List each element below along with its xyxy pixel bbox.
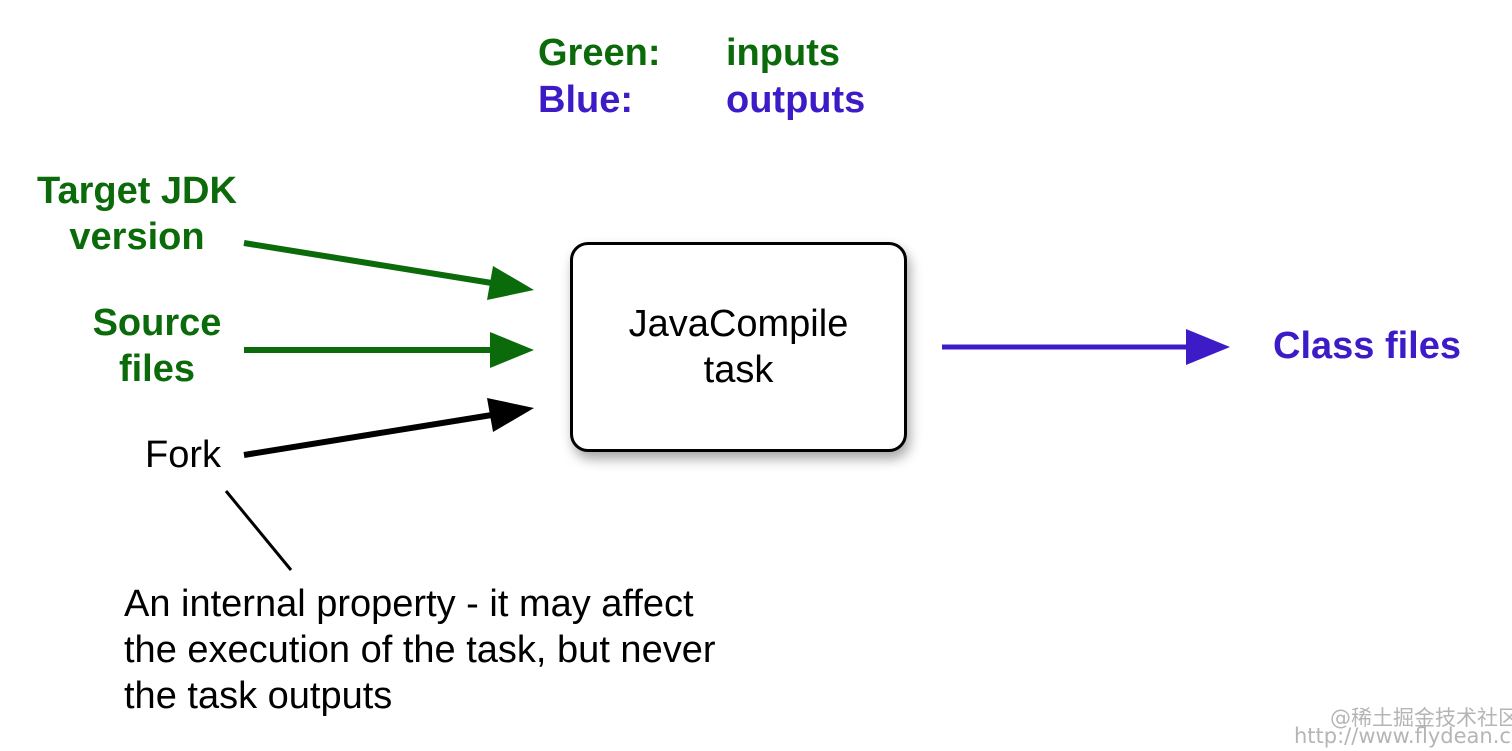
legend-green-key: Green: (538, 32, 661, 74)
internal-property-note: An internal property - it may affect the… (124, 581, 716, 719)
legend-blue-value: outputs (726, 79, 866, 121)
fork-note-callout-line (224, 490, 293, 571)
arrow-fork-shaft (243, 411, 499, 458)
javacompile-task-box: JavaCompile task (570, 242, 907, 452)
internal-fork-label: Fork (145, 434, 221, 476)
arrow-target-jdk-shaft (243, 240, 499, 287)
input-source-files-line2: files (118, 348, 196, 390)
input-target-jdk-line1: Target JDK (37, 170, 237, 212)
note-line2: the execution of the task, but never (124, 629, 716, 671)
arrow-source-files-head (490, 332, 534, 368)
input-source-files-line1: Source (92, 302, 222, 344)
task-label-line1: JavaCompile (628, 303, 849, 345)
arrow-class-files-head (1186, 329, 1230, 365)
input-target-jdk-label: Target JDK version (30, 168, 244, 260)
task-label-line2: task (703, 349, 774, 391)
arrow-fork-head (487, 398, 534, 432)
watermark-site-line1: @稀土掘金技术社区 (1330, 706, 1512, 730)
watermark-site-line2: http://www.flydean.com (1294, 724, 1512, 748)
legend-green-value: inputs (726, 32, 840, 74)
legend-blue-key: Blue: (538, 79, 633, 121)
note-line3: the task outputs (124, 675, 393, 717)
input-source-files-label: Source files (80, 300, 234, 392)
input-target-jdk-line2: version (69, 216, 205, 258)
arrow-target-jdk-head (487, 266, 534, 300)
output-class-files-label: Class files (1273, 325, 1461, 367)
note-line1: An internal property - it may affect (124, 583, 694, 625)
